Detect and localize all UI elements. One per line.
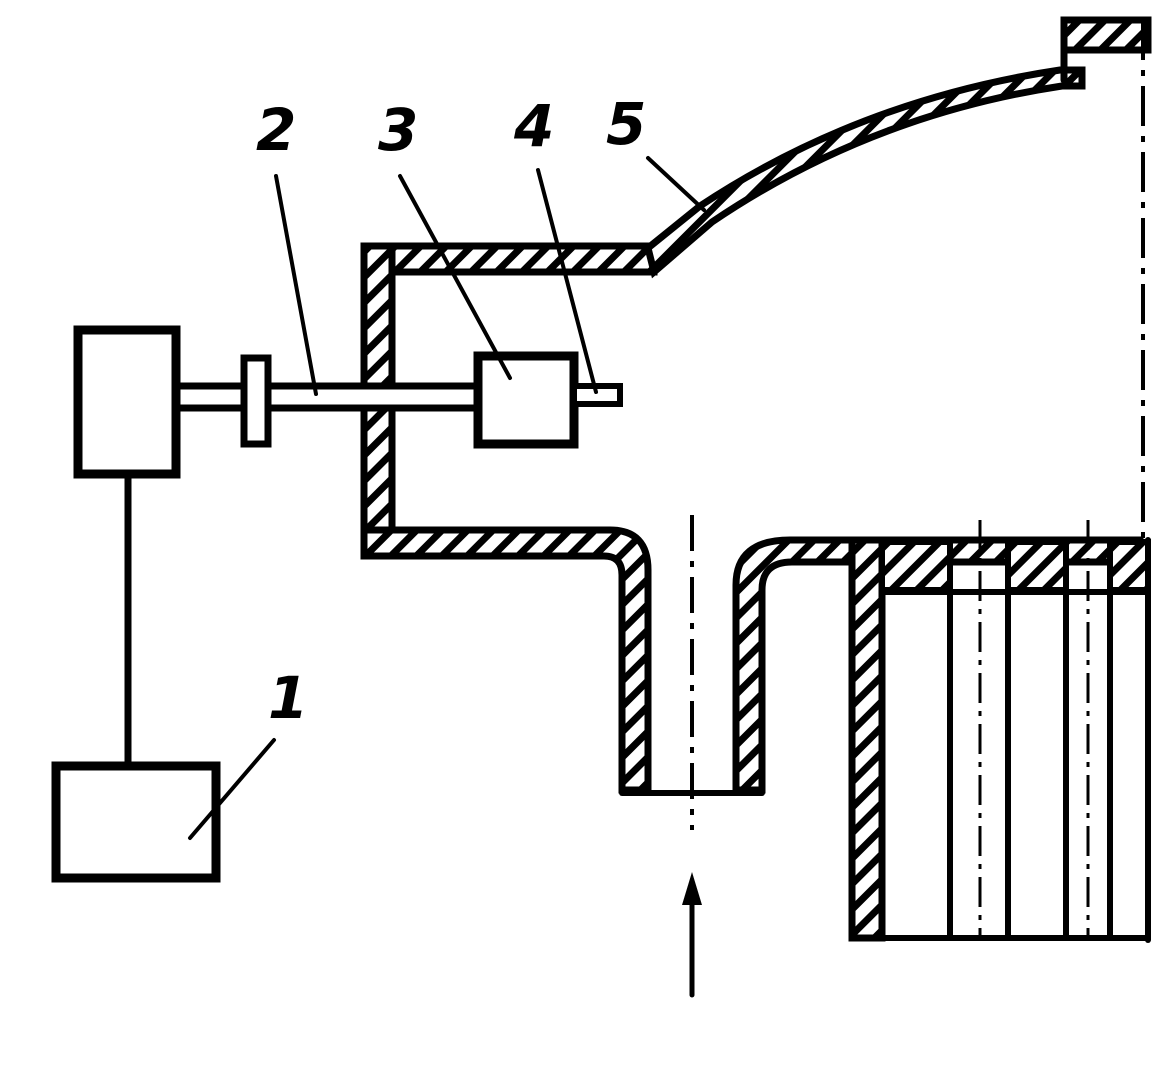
tube-sheet-3 (1107, 539, 1151, 593)
bundle-shell-wall (848, 536, 886, 942)
leader-2 (274, 174, 318, 396)
curved-casing (644, 66, 1086, 279)
label-4: 4 (513, 92, 554, 160)
unit-1 (51, 761, 221, 883)
tube-sheet-1 (879, 539, 953, 593)
bottom-wall-inlet-left (360, 526, 652, 794)
flow-arrow-head (682, 872, 702, 905)
upper-flange (1060, 16, 1152, 54)
leader-5 (646, 156, 706, 212)
tube-walls (947, 542, 1113, 938)
tube-bundle (848, 520, 1151, 943)
leader-3 (398, 174, 512, 380)
label-1: 1 (268, 664, 308, 732)
tube-sheet-2 (1005, 539, 1069, 593)
top-wall-section (360, 242, 658, 276)
chamber-wall (360, 16, 1152, 796)
rod-2 (170, 382, 484, 412)
leader-1 (188, 738, 276, 840)
label-2: 2 (256, 96, 296, 164)
drive-unit (73, 325, 181, 479)
label-5: 5 (606, 90, 646, 158)
leader-4 (536, 168, 598, 394)
tube-axes (978, 520, 1090, 940)
sensor-block-3 (473, 351, 579, 449)
probe-assembly (51, 325, 623, 883)
label-3: 3 (378, 96, 418, 164)
leader-lines (188, 156, 706, 840)
rod-collar (240, 354, 272, 448)
probe-tip-4 (571, 383, 623, 407)
